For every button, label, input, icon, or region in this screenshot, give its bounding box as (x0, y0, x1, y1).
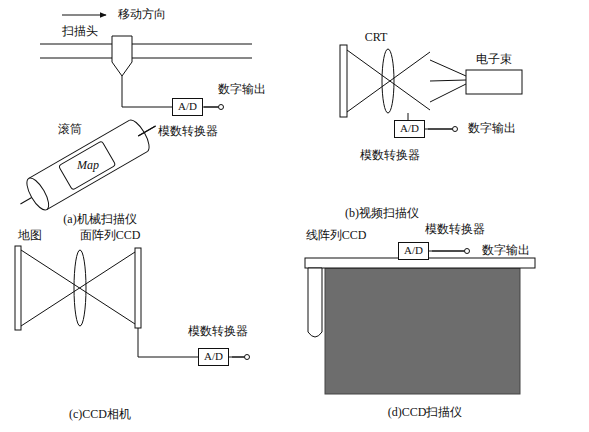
part-label: 面阵列CCD (80, 229, 141, 242)
output-terminal (453, 127, 458, 132)
box-text: A/D (400, 122, 419, 135)
part-label: 滚筒 (58, 123, 82, 136)
box-text: A/D (204, 350, 223, 363)
figure-caption: (b)视频扫描仪 (345, 207, 419, 220)
electron-beam (430, 60, 466, 76)
part-label: 扫描头 (62, 25, 98, 38)
ad-converter-box: A/D (172, 98, 203, 115)
area-ccd (135, 248, 141, 328)
direction-arrow (62, 15, 106, 16)
ad-converter-box: A/D (398, 242, 429, 259)
converter-label: 模数转换器 (425, 223, 485, 236)
direction-label: 移动方向 (118, 8, 166, 21)
output-label: 数字输出 (468, 122, 516, 135)
part-label: CRT (365, 31, 388, 44)
converter-label: 模数转换器 (188, 325, 248, 338)
figure-caption: (d)CCD扫描仪 (388, 406, 463, 419)
electron-beam (430, 80, 466, 81)
scan-arm (308, 268, 322, 337)
output-terminal (219, 105, 224, 110)
scan-head (112, 36, 132, 76)
wire (203, 107, 219, 108)
part-label: 线阵列CCD (306, 229, 367, 242)
lens (74, 250, 86, 326)
box-text: A/D (178, 100, 197, 113)
electron-beam (430, 84, 466, 102)
wire (122, 76, 172, 107)
map-sheet (58, 141, 115, 190)
part-label: 电子束 (476, 53, 512, 66)
ray (21, 250, 135, 324)
part-label: 地图 (18, 229, 42, 242)
crt-screen (340, 45, 347, 117)
wire (429, 251, 465, 252)
document-sheet (325, 268, 520, 394)
rail (40, 44, 252, 45)
ad-converter-box: A/D (394, 120, 425, 137)
map-plane (15, 246, 21, 330)
ray (347, 52, 430, 112)
output-label: 数字输出 (218, 83, 266, 96)
figure-caption: (c)CCD相机 (69, 408, 131, 421)
wire (425, 129, 453, 130)
converter-label: 模数转换器 (158, 125, 218, 138)
lens (382, 49, 394, 113)
output-terminal (465, 249, 470, 254)
drum (11, 110, 164, 219)
box-text: A/D (404, 244, 423, 257)
figure-caption: (a)机械扫描仪 (63, 213, 136, 226)
rail (40, 58, 252, 59)
ad-converter-box: A/D (198, 348, 229, 365)
wire (229, 357, 245, 358)
output-label: 数字输出 (482, 244, 530, 257)
electron-gun (466, 70, 522, 94)
map-text: Map (77, 159, 99, 172)
converter-label: 模数转换器 (360, 149, 420, 162)
ray (21, 252, 135, 326)
ray (347, 50, 430, 110)
output-terminal (245, 355, 250, 360)
